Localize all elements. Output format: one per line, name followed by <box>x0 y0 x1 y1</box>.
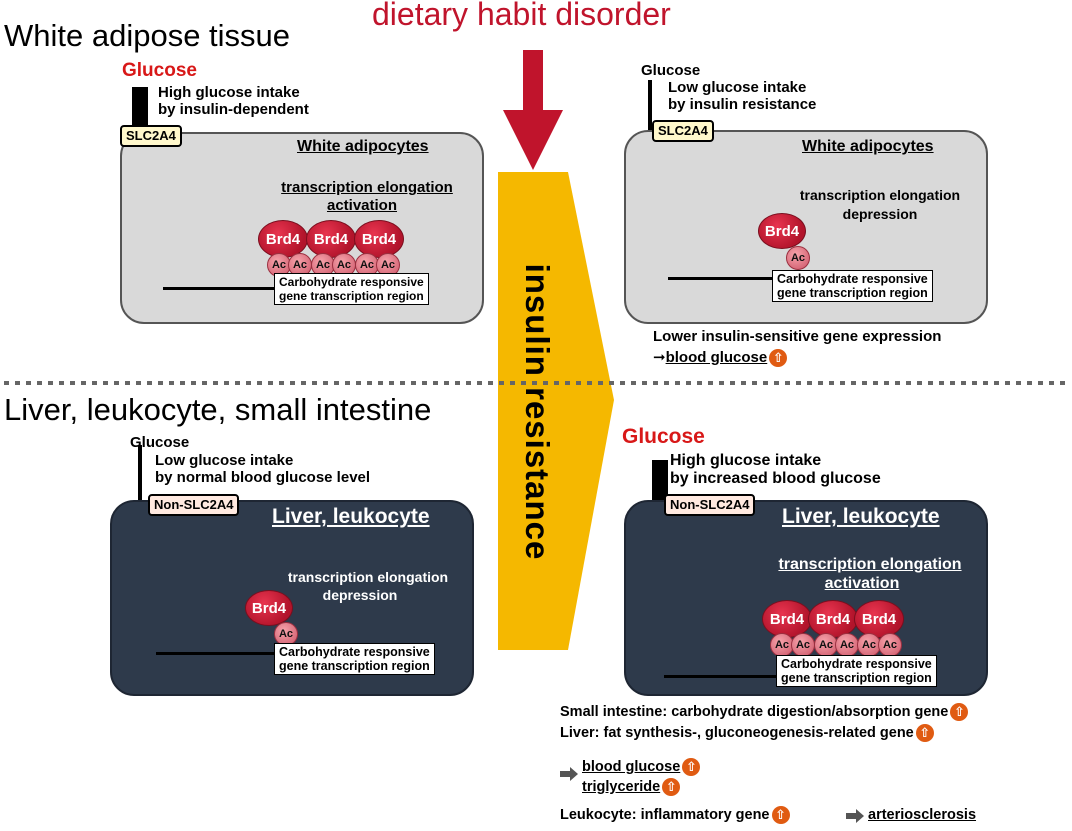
up-arrow-circle-icon: ⇧ <box>682 758 701 777</box>
outcome-small-intestine: Small intestine: carbohydrate digestion/… <box>560 703 969 722</box>
result-blood-glucose: blood glucose <box>665 349 768 366</box>
brd4-bl: Brd4 <box>245 590 293 626</box>
dna-line-br <box>664 675 780 678</box>
panel-title-bl: Liver, leukocyte <box>272 505 430 528</box>
outcome-liver-text: Liver: fat synthesis-, gluconeogenesis-r… <box>560 725 914 741</box>
up-arrow-circle-icon: ⇧ <box>769 349 788 368</box>
glucose-label-bl: Glucose <box>130 434 190 451</box>
intake-line1-tr: Low glucose intake <box>668 79 807 96</box>
up-arrow-circle-icon: ⇧ <box>771 806 790 825</box>
section-title-white-adipose: White adipose tissue <box>4 18 291 53</box>
non-slc2a4-tag-br: Non-SLC2A4 <box>664 494 756 516</box>
brd4-br-2: Brd4 <box>808 600 858 638</box>
dna-line-bl <box>156 652 276 655</box>
outcome-triglyceride: triglyceride⇧ <box>582 778 681 797</box>
dna-line-tr <box>668 277 778 280</box>
glucose-label-br: Glucose <box>622 425 705 448</box>
glucose-label-tl: Glucose <box>122 60 197 81</box>
panel-title-br: Liver, leukocyte <box>782 505 940 528</box>
region-line1: Carbohydrate responsive <box>279 275 424 289</box>
intake-line2-tr: by insulin resistance <box>668 96 817 113</box>
result-line1-tr: Lower insulin-sensitive gene expression <box>653 328 942 345</box>
outcome-arteriosclerosis: arteriosclerosis <box>868 807 977 823</box>
ac-br-2: Ac <box>791 633 815 657</box>
section-title-liver: Liver, leukocyte, small intestine <box>4 392 432 427</box>
outcome-small-intestine-text: Small intestine: carbohydrate digestion/… <box>560 704 949 720</box>
panel-title-tr: White adipocytes <box>802 138 934 155</box>
non-slc2a4-tag-bl: Non-SLC2A4 <box>148 494 240 516</box>
ac-br-1: Ac <box>770 633 794 657</box>
state-line1-tr: transcription elongation <box>799 187 961 203</box>
region-line1: Carbohydrate responsive <box>777 272 928 286</box>
outcome-triglyceride-text: triglyceride <box>582 779 661 795</box>
intake-line1-br: High glucose intake <box>670 452 822 469</box>
up-arrow-circle-icon: ⇧ <box>950 703 969 722</box>
intake-line2-br: by increased blood glucose <box>670 470 881 487</box>
gene-region-br: Carbohydrate responsive gene transcripti… <box>776 655 937 687</box>
brd4-tl-1: Brd4 <box>258 220 308 258</box>
state-line1-br: transcription elongation <box>778 556 962 573</box>
ac-tl-2: Ac <box>288 253 312 277</box>
region-line2: gene transcription region <box>279 659 430 673</box>
brd4-br-3: Brd4 <box>854 600 904 638</box>
brd4-tl-2: Brd4 <box>306 220 356 258</box>
outcome-leukocyte-text: Leukocyte: inflammatory gene <box>560 807 770 823</box>
intake-line1-tl: High glucose intake <box>158 84 300 101</box>
state-line2-tr: depression <box>842 206 918 222</box>
gene-region-tr: Carbohydrate responsive gene transcripti… <box>772 270 933 302</box>
up-arrow-circle-icon: ⇧ <box>662 778 681 797</box>
brd4-tr: Brd4 <box>758 213 806 249</box>
outcome-leukocyte: Leukocyte: inflammatory gene⇧ <box>560 806 790 825</box>
region-line1: Carbohydrate responsive <box>279 645 430 659</box>
result-arrow: ➞ <box>653 349 666 366</box>
intake-line1-bl: Low glucose intake <box>155 452 294 469</box>
insulin-resistance-label: insulin resistance <box>519 263 556 561</box>
intake-line2-bl: by normal blood glucose level <box>155 469 371 486</box>
gene-region-tl: Carbohydrate responsive gene transcripti… <box>274 273 429 305</box>
insulin-resistance-arrow <box>498 172 614 650</box>
dietary-habit-title: dietary habit disorder <box>372 0 671 32</box>
up-arrow-circle-icon: ⇧ <box>915 724 934 743</box>
region-line2: gene transcription region <box>279 289 424 303</box>
ac-tr: Ac <box>786 246 810 270</box>
outcome-blood-glucose: blood glucose⇧ <box>582 758 701 777</box>
brd4-br-1: Brd4 <box>762 600 812 638</box>
dietary-arrow <box>503 50 563 170</box>
state-line2-br: activation <box>824 575 900 592</box>
result-line2-tr: ➞blood glucose⇧ <box>653 349 788 368</box>
brd4-tl-3: Brd4 <box>354 220 404 258</box>
state-line1-bl: transcription elongation <box>287 569 449 585</box>
region-line2: gene transcription region <box>777 286 928 300</box>
state-line1-tl: transcription elongation <box>281 179 453 196</box>
gene-region-bl: Carbohydrate responsive gene transcripti… <box>274 643 435 675</box>
region-line1: Carbohydrate responsive <box>781 657 932 671</box>
ac-br-4: Ac <box>835 633 859 657</box>
glucose-label-tr: Glucose <box>641 62 701 79</box>
ac-br-6: Ac <box>878 633 902 657</box>
slc2a4-tag-tl: SLC2A4 <box>120 125 182 147</box>
state-line2-bl: depression <box>322 587 398 603</box>
state-line2-tl: activation <box>326 197 398 214</box>
panel-title-tl: White adipocytes <box>297 138 429 155</box>
intake-line2-tl: by insulin-dependent <box>158 101 309 118</box>
slc2a4-tag-tr: SLC2A4 <box>652 120 714 142</box>
dna-line-tl <box>163 287 275 290</box>
region-line2: gene transcription region <box>781 671 932 685</box>
outcome-liver: Liver: fat synthesis-, gluconeogenesis-r… <box>560 724 934 743</box>
outcome-blood-glucose-text: blood glucose <box>582 759 681 775</box>
